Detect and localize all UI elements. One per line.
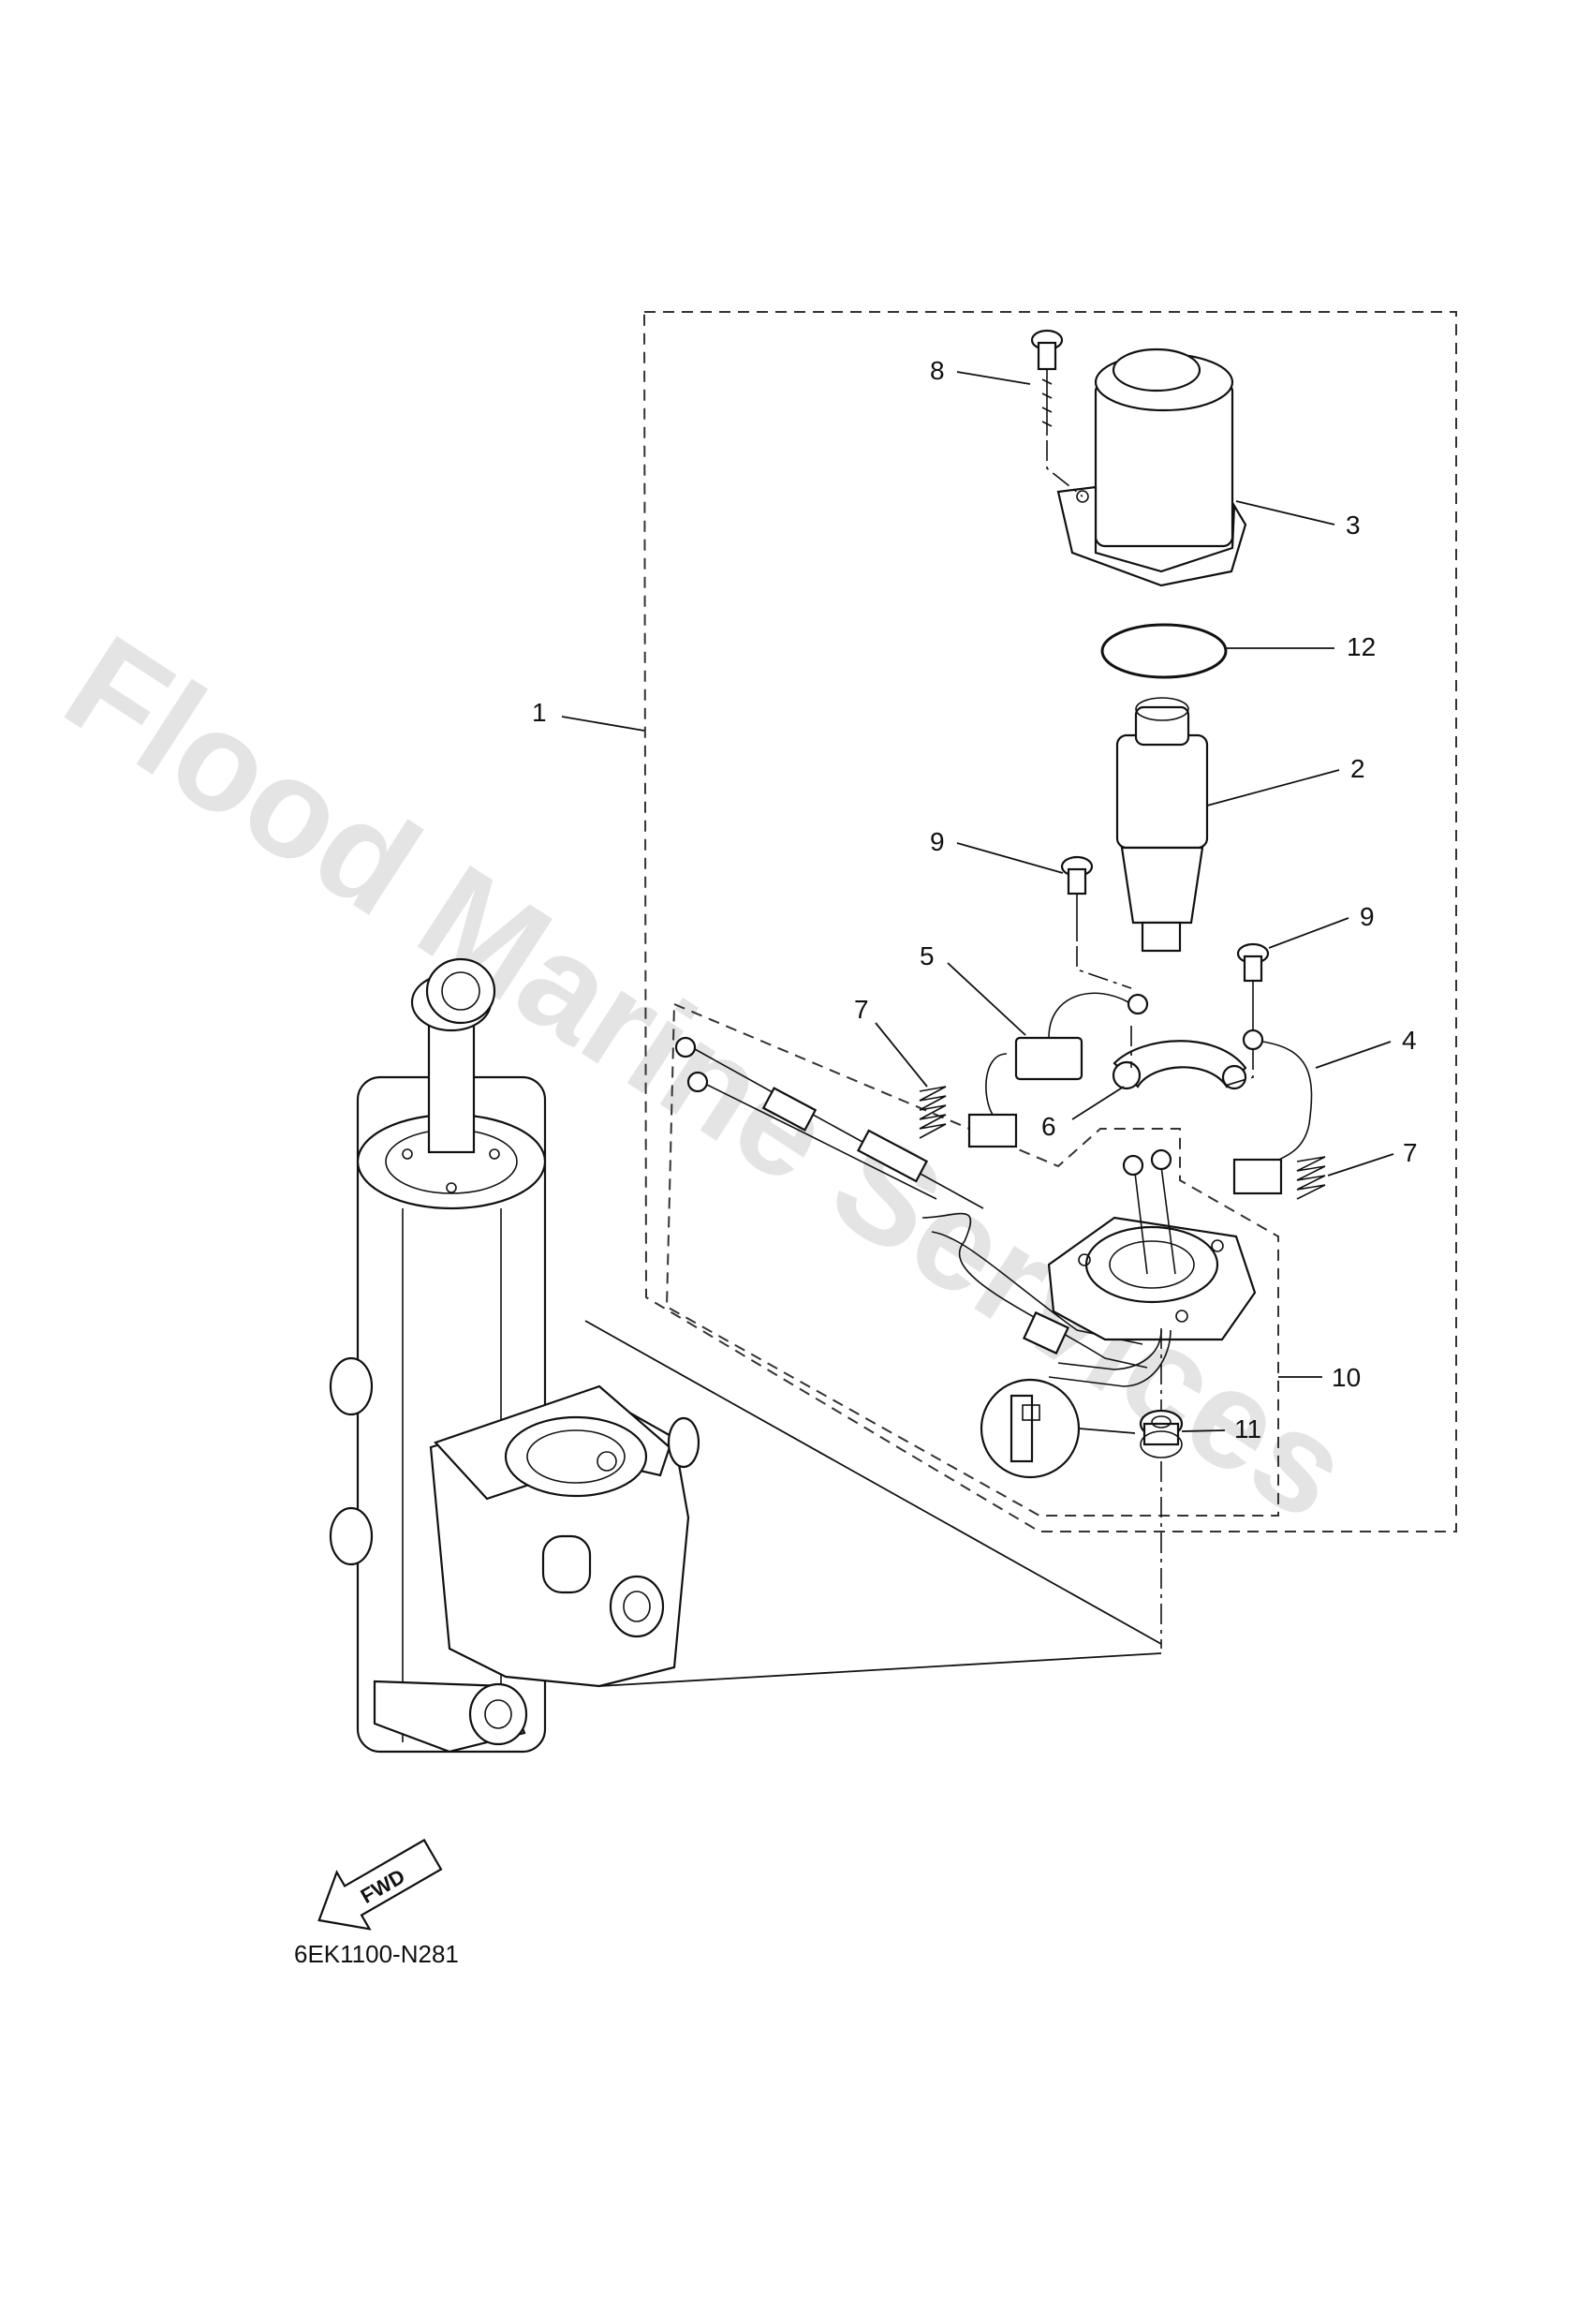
part-5-brush-holder: [967, 992, 1149, 1148]
callout-7a: 7: [854, 995, 869, 1024]
part-3-motor: [1056, 348, 1247, 587]
leader-6: [1071, 1086, 1125, 1120]
leader-1: [561, 716, 645, 732]
callout-9b: 9: [1360, 902, 1375, 931]
callout-7b: 7: [1403, 1138, 1418, 1167]
leader-9a: [956, 842, 1064, 874]
callout-2: 2: [1350, 754, 1365, 783]
part-2-armature: [1115, 697, 1209, 953]
leader-8: [956, 371, 1031, 385]
part-9-screw-left: [1060, 855, 1132, 989]
callout-8: 8: [930, 356, 945, 385]
leader-7a: [875, 1022, 928, 1088]
part-7-spring-left: [919, 1086, 947, 1139]
callout-5: 5: [920, 941, 935, 970]
pump-body: [373, 1384, 700, 1754]
part-6-brush-plate: [1112, 1026, 1247, 1090]
callout-6: 6: [1041, 1112, 1056, 1141]
assembly-1-boundary: [642, 311, 1457, 1532]
part-4-brush-lead: [1221, 1016, 1313, 1195]
part-11-grommet: [1139, 1409, 1184, 1458]
part-8-screw: [1030, 329, 1083, 497]
leader-11: [1181, 1429, 1226, 1432]
callout-1: 1: [532, 698, 547, 727]
part-10-lead-wire-assembly: [674, 1036, 1257, 1387]
callout-11: 11: [1234, 1414, 1261, 1443]
leader-3: [1235, 500, 1335, 525]
leader-7b: [1327, 1153, 1394, 1177]
leader-4: [1315, 1041, 1392, 1069]
mating-line: [584, 1320, 1162, 1687]
assembly-10-boundary: [665, 1002, 1279, 1517]
leader-9b: [1268, 917, 1349, 949]
callout-9a: 9: [930, 827, 945, 856]
leader-5: [947, 962, 1026, 1036]
callout-4: 4: [1402, 1026, 1417, 1055]
callout-3: 3: [1346, 511, 1361, 540]
part-7-spring-right: [1296, 1156, 1326, 1200]
part-12-o-ring: [1100, 623, 1228, 679]
part-9-screw-right: [1236, 942, 1270, 1016]
callout-10: 10: [1332, 1363, 1361, 1392]
leader-2: [1206, 769, 1340, 807]
callout-12: 12: [1347, 632, 1376, 661]
detail-circle: [980, 1378, 1136, 1479]
fwd-arrow-icon: FWD: [317, 1838, 443, 1931]
diagram-code: 6EK1100-N281: [294, 1940, 459, 1968]
